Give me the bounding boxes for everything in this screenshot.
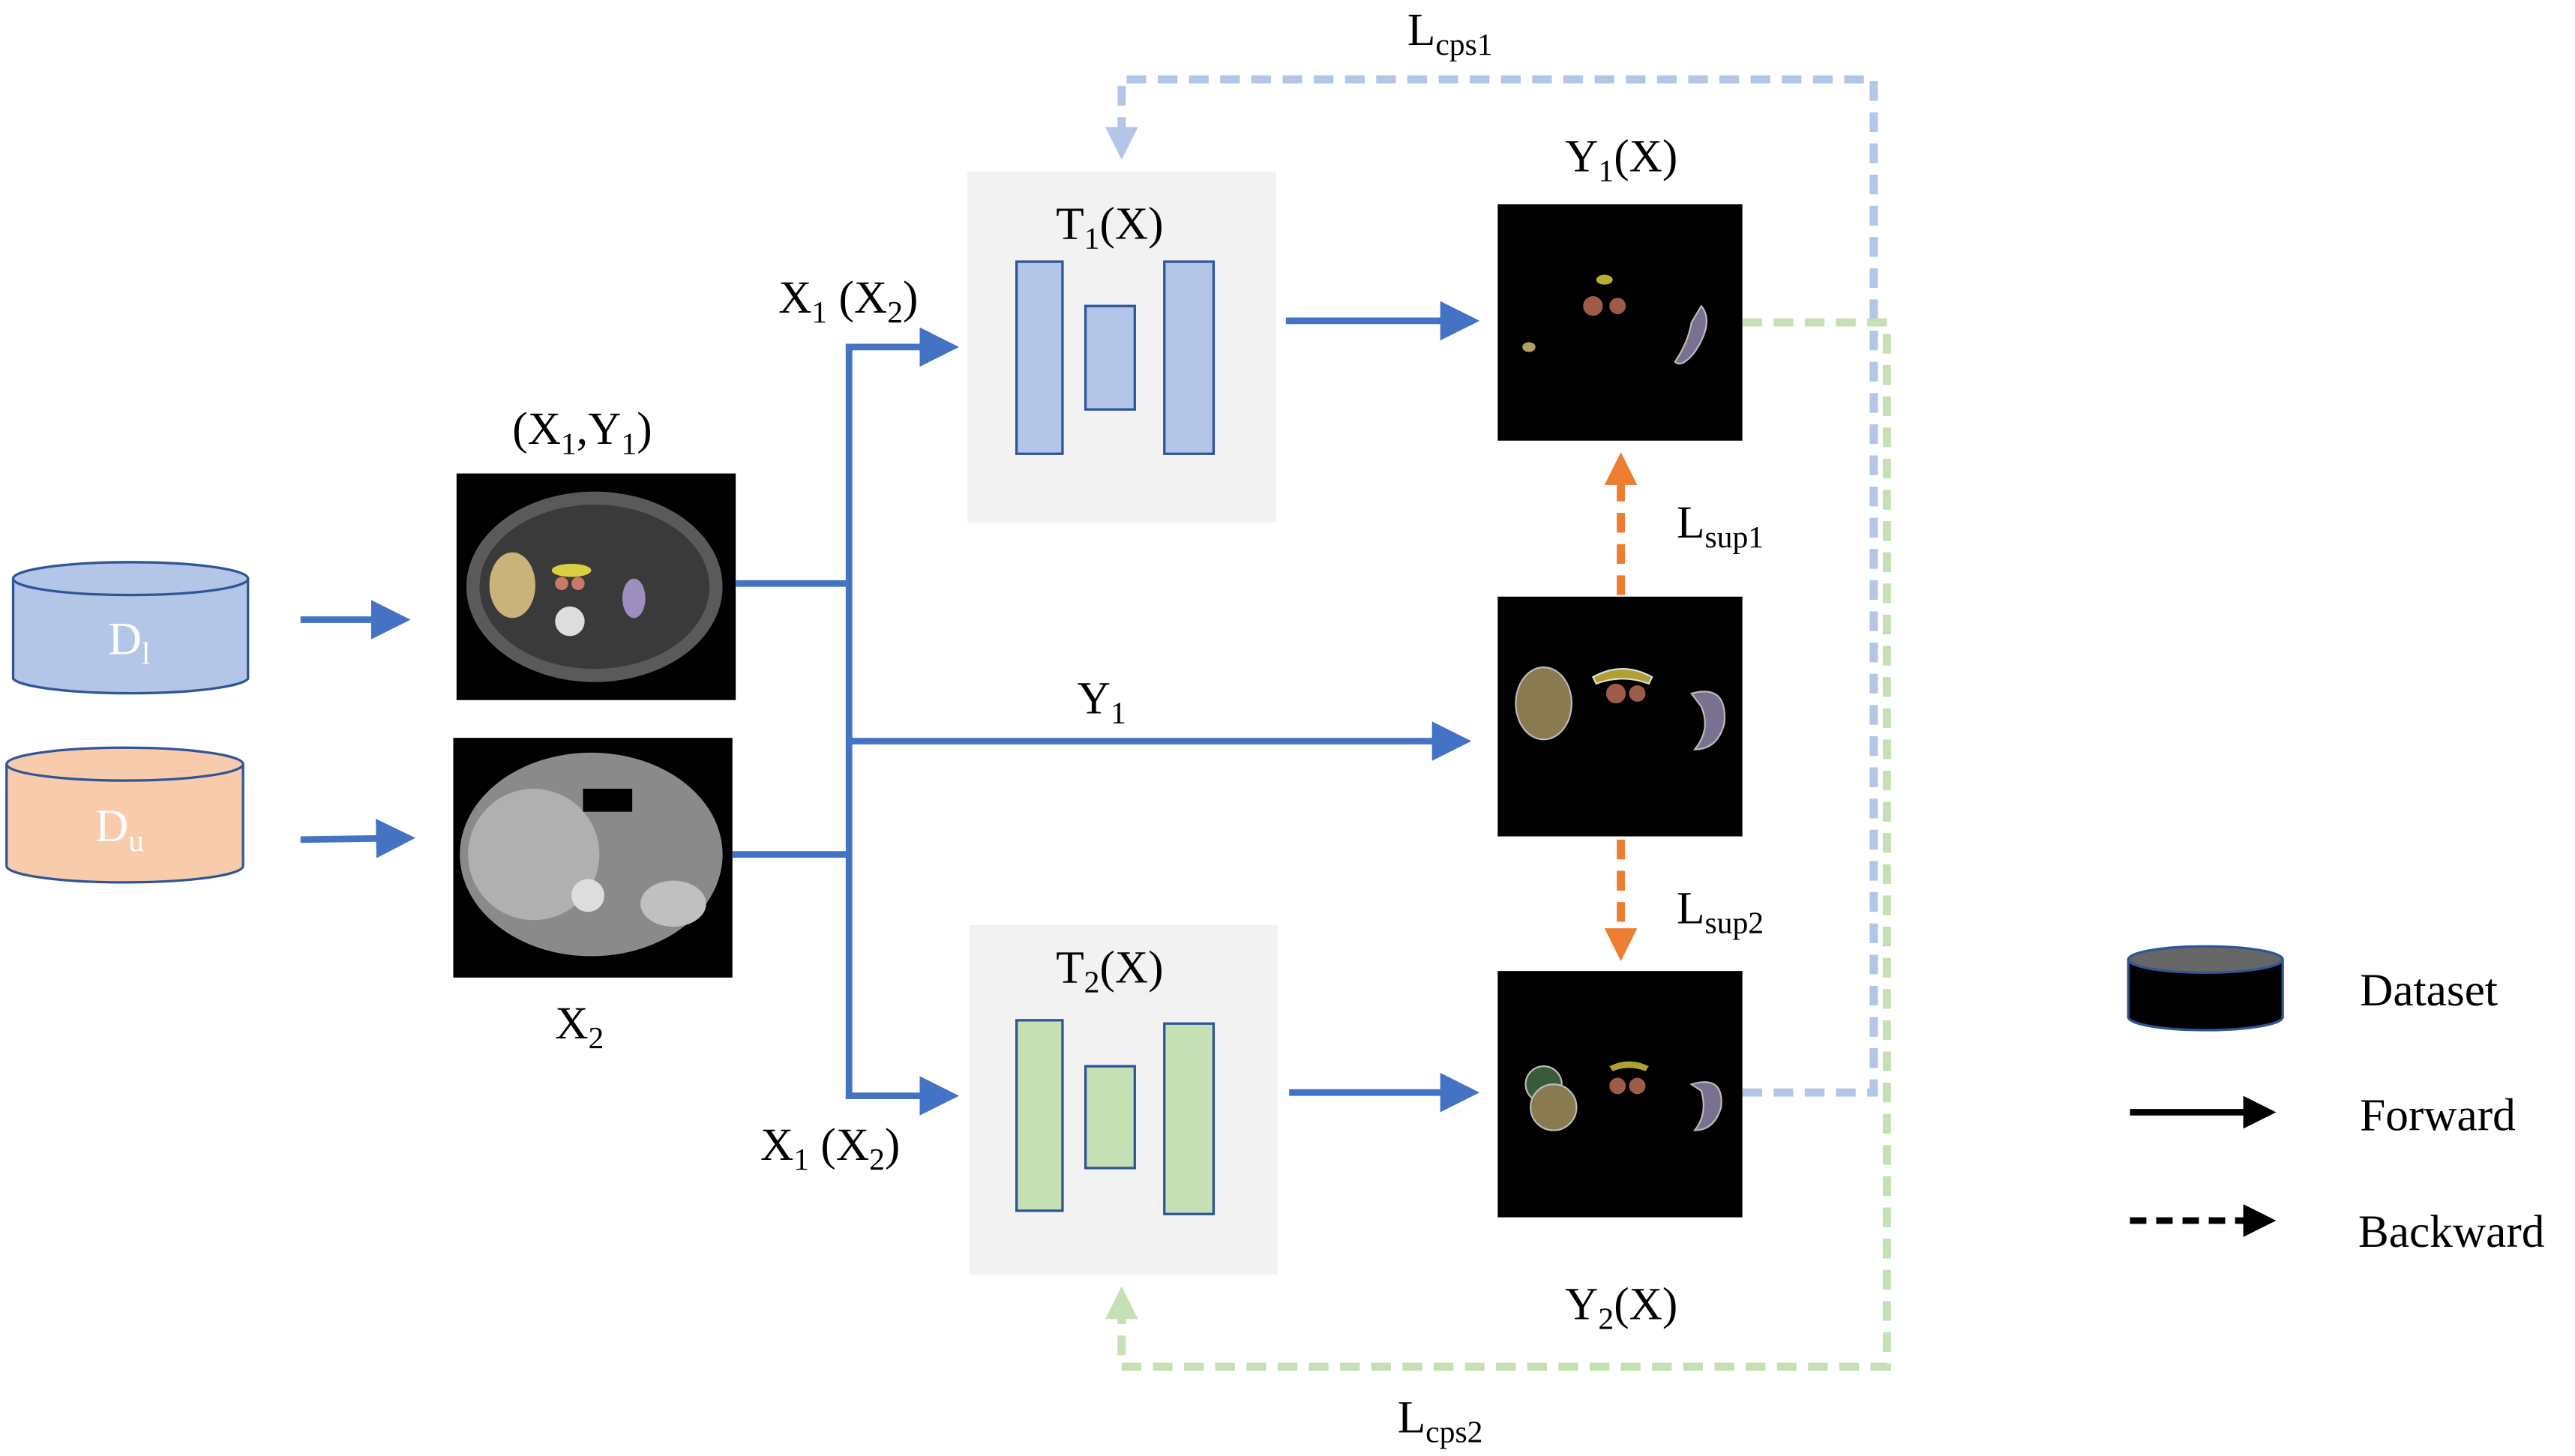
labeled-input-label: (X1,Y1) (512, 403, 652, 461)
bottleneck-layer (1084, 1065, 1136, 1170)
encoder-layer (1015, 1019, 1064, 1212)
cps-loss-2-path (1105, 318, 1891, 1371)
model-1-block: T1(X) (967, 171, 1276, 523)
input-label-bottom: X1 (X2) (760, 1119, 900, 1177)
unlabeled-dataset-label: Du (95, 801, 144, 858)
model-2-block: T2(X) (969, 924, 1278, 1275)
ground-truth-mask (1497, 596, 1743, 837)
legend-forward-label: Forward (2360, 1090, 2516, 1141)
prediction-1-label: Y1(X) (1565, 131, 1677, 189)
encoder-layer (1015, 260, 1064, 455)
dataset-to-unlabeled-image-arrow (300, 819, 416, 858)
dataset-legend-icon (2127, 945, 2284, 1032)
model-2-label: T2(X) (1056, 942, 1163, 999)
cps-loss-2-label: Lcps2 (1398, 1392, 1483, 1450)
cps-loss-1-label: Lcps1 (1407, 4, 1493, 62)
input-label-top: X1 (X2) (778, 272, 918, 330)
forward-connectors (732, 301, 1480, 1116)
prediction-1-mask (1497, 204, 1743, 441)
prediction-2-label: Y2(X) (1565, 1278, 1677, 1336)
labeled-dataset-cylinder: Dl (11, 561, 250, 695)
unlabeled-input-label: X2 (555, 998, 604, 1056)
supervised-loss-2-label: Lsup2 (1677, 883, 1764, 941)
legend-backward-label: Backward (2358, 1206, 2545, 1257)
bottleneck-layer (1084, 304, 1136, 411)
decoder-layer (1163, 1022, 1216, 1215)
labeled-ct-image (456, 473, 736, 700)
unlabeled-dataset-cylinder: Du (5, 746, 244, 884)
legend-dataset-label: Dataset (2360, 965, 2498, 1016)
ground-truth-label: Y1 (1078, 673, 1126, 730)
legend: Dataset Forward Backward (2127, 945, 2545, 1257)
model-1-label: T1(X) (1056, 198, 1163, 256)
supervised-loss-1-label: Lsup1 (1677, 497, 1764, 555)
labeled-dataset-label: Dl (109, 613, 151, 671)
unlabeled-ct-image (453, 738, 733, 978)
cps-loss-1-path (1105, 75, 1878, 1097)
prediction-2-mask (1497, 971, 1743, 1218)
decoder-layer (1163, 260, 1216, 455)
